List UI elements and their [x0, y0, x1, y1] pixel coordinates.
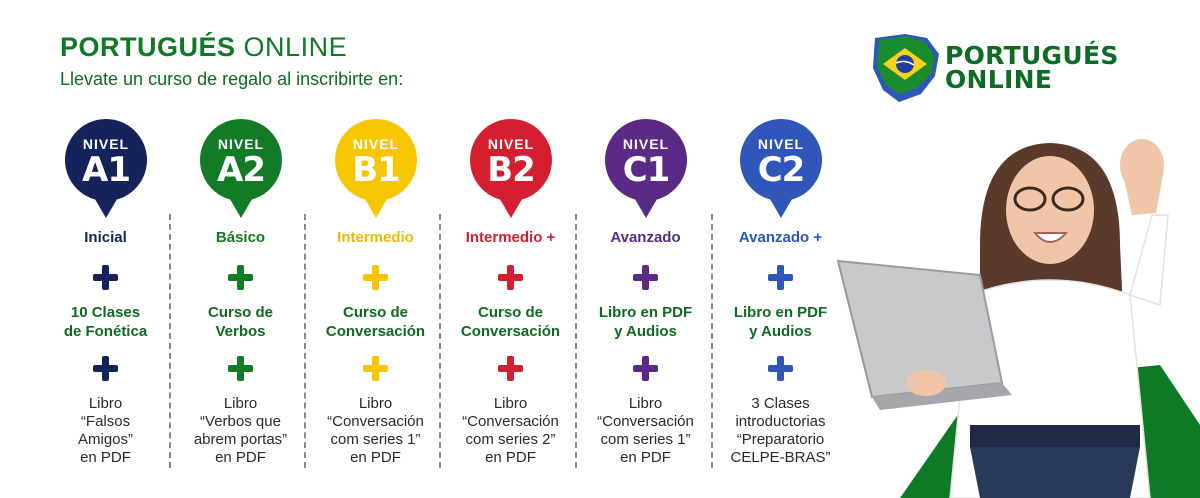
plus-icon	[92, 264, 119, 291]
pin-level-code: A1	[82, 150, 131, 190]
column-divider	[439, 214, 441, 468]
gift-primary: 10 Clases de Fonética	[63, 304, 148, 340]
gift-secondary: Libro “Conversación com series 2” en PDF	[462, 395, 559, 466]
pin-level-code: A2	[217, 150, 266, 190]
gift-primary: Curso de Conversación	[460, 304, 561, 340]
plus-icon	[227, 355, 254, 382]
pin-level-code: C1	[622, 150, 671, 190]
gift-secondary: Libro “Conversación com series 1” en PDF	[327, 395, 424, 466]
pin-nivel-label: NIVEL	[757, 136, 805, 152]
page-title: PORTUGUÉS ONLINE	[60, 34, 403, 61]
level-pin: NIVEL B2	[467, 118, 555, 222]
location-pin-icon	[740, 119, 822, 218]
level-column-b1: NIVEL B1 Intermedio Curso de Conversació…	[308, 118, 443, 478]
gift-primary: Curso de Verbos	[207, 304, 273, 340]
pin-nivel-label: NIVEL	[352, 136, 400, 152]
gift-secondary: 3 Clases introductorias “Preparatorio CE…	[730, 395, 831, 466]
gift-secondary: Libro “Verbos que abrem portas” en PDF	[193, 395, 288, 466]
logo-line-1: PORTUGUÉS	[945, 41, 1119, 70]
student-photo	[830, 125, 1200, 498]
plus-icon	[362, 355, 389, 382]
gift-primary: Curso de Conversación	[325, 304, 426, 340]
logo-line-2: ONLINE	[945, 65, 1053, 94]
brand-logo: PORTUGUÉS ONLINE	[865, 28, 1140, 108]
page-subtitle: Llevate un curso de regalo al inscribirt…	[60, 69, 404, 89]
gift-secondary: Libro “Falsos Amigos” en PDF	[77, 395, 133, 466]
column-divider	[304, 214, 306, 468]
plus-icon	[92, 355, 119, 382]
plus-icon	[632, 264, 659, 291]
pin-level-code: B1	[352, 150, 401, 190]
level-column-c2: NIVEL C2 Avanzado + Libro en PDF y Audio…	[713, 118, 848, 478]
pin-nivel-label: NIVEL	[217, 136, 265, 152]
pin-nivel-label: NIVEL	[622, 136, 670, 152]
level-name: Básico	[215, 229, 266, 246]
plus-icon	[632, 355, 659, 382]
plus-icon	[497, 355, 524, 382]
level-pin: NIVEL C2	[737, 118, 825, 222]
gift-primary: Libro en PDF y Audios	[598, 304, 693, 340]
level-pin: NIVEL A2	[197, 118, 285, 222]
logo-text: PORTUGUÉS ONLINE	[945, 41, 1119, 94]
levels-grid: NIVEL A1 Inicial 10 Clases de Fonética L…	[38, 118, 848, 478]
gift-secondary: Libro “Conversación com series 1” en PDF	[597, 395, 694, 466]
level-pin: NIVEL A1	[62, 118, 150, 222]
woman-with-laptop-illustration	[836, 139, 1200, 498]
pin-nivel-label: NIVEL	[487, 136, 535, 152]
brazil-map-icon	[873, 34, 939, 102]
plus-icon	[227, 264, 254, 291]
level-column-a1: NIVEL A1 Inicial 10 Clases de Fonética L…	[38, 118, 173, 478]
level-name: Intermedio	[337, 229, 414, 246]
location-pin-icon	[470, 119, 552, 218]
pin-level-code: C2	[757, 150, 806, 190]
plus-icon	[767, 264, 794, 291]
page-header: PORTUGUÉS ONLINE Llevate un curso de reg…	[60, 34, 403, 90]
level-name: Inicial	[84, 229, 127, 246]
plus-icon	[767, 355, 794, 382]
level-name: Avanzado	[610, 229, 681, 246]
plus-icon	[497, 264, 524, 291]
title-bold: PORTUGUÉS	[60, 32, 236, 62]
column-divider	[575, 214, 577, 468]
gift-primary: Libro en PDF y Audios	[733, 304, 828, 340]
level-name: Avanzado +	[738, 229, 823, 246]
level-column-c1: NIVEL C1 Avanzado Libro en PDF y Audios …	[578, 118, 713, 478]
plus-icon	[362, 264, 389, 291]
level-pin: NIVEL C1	[602, 118, 690, 222]
column-divider	[169, 214, 171, 468]
location-pin-icon	[200, 119, 282, 218]
column-divider	[711, 214, 713, 468]
title-light: ONLINE	[243, 32, 348, 62]
location-pin-icon	[335, 119, 417, 218]
pin-nivel-label: NIVEL	[82, 136, 130, 152]
pin-level-code: B2	[487, 150, 536, 190]
location-pin-icon	[605, 119, 687, 218]
level-name: Intermedio +	[465, 229, 556, 246]
level-column-a2: NIVEL A2 Básico Curso de Verbos Libro “V…	[173, 118, 308, 478]
level-column-b2: NIVEL B2 Intermedio + Curso de Conversac…	[443, 118, 578, 478]
location-pin-icon	[65, 119, 147, 218]
level-pin: NIVEL B1	[332, 118, 420, 222]
